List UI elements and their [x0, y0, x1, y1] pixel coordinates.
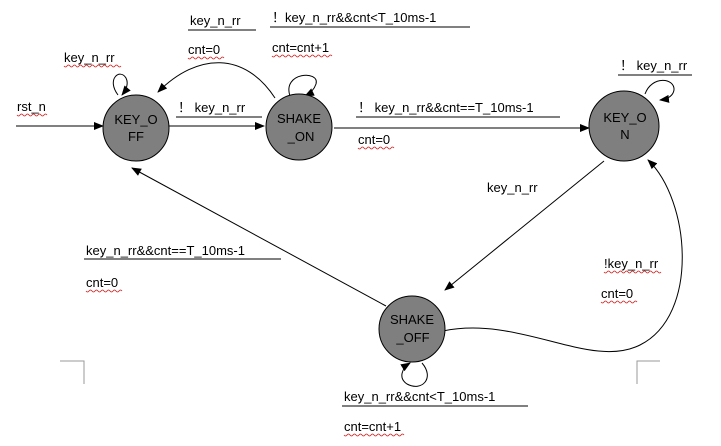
label-keyoff-to-shakeon-condition: ！ key_n_rr: [178, 100, 246, 115]
label-shakeon-self-loop-condition: ！key_n_rr&&cnt<T_10ms-1: [272, 10, 436, 25]
state-shake-off[interactable]: SHAKE _OFF: [378, 295, 446, 363]
state-key-off[interactable]: KEY_O FF: [102, 94, 170, 162]
label-shakeoff-self-loop-condition: key_n_rr&&cnt<T_10ms-1: [344, 389, 495, 404]
edge-keyoff-self-loop: [112, 73, 131, 96]
edge-shakeon-self-loop: [288, 74, 317, 97]
edge-shakeon-to-keyoff: [157, 62, 276, 99]
state-key-on-line1: KEY_O: [603, 110, 646, 125]
state-shake-on-line1: SHAKE: [277, 111, 321, 126]
label-shakeoff-to-keyoff-condition: key_n_rr&&cnt==T_10ms-1: [86, 243, 245, 258]
label-shakeon-to-keyoff-action: cnt=0: [188, 42, 220, 57]
state-key-off-line2: FF: [128, 129, 144, 144]
label-shakeon-to-keyoff-condition: key_n_rr: [190, 13, 241, 28]
state-shake-on[interactable]: SHAKE _ON: [265, 93, 333, 161]
edge-shakeoff-to-keyon: [442, 159, 683, 353]
corner-mark-left: [60, 360, 85, 384]
edge-shakeoff-to-keyoff: [131, 167, 387, 307]
label-shakeon-to-keyon-action: cnt=0: [358, 132, 390, 147]
edge-shakeoff-self-loop: [400, 362, 428, 387]
state-key-on[interactable]: KEY_O N: [588, 90, 660, 162]
label-shakeoff-to-keyoff-action: cnt=0: [86, 275, 118, 290]
label-shakeoff-to-keyon-action: cnt=0: [601, 286, 633, 301]
state-key-off-line1: KEY_O: [114, 112, 157, 127]
state-shake-on-line2: _ON: [287, 129, 315, 144]
label-shakeon-self-loop-action: cnt=cnt+1: [272, 40, 329, 55]
label-shakeon-to-keyon-condition: ！ key_n_rr&&cnt==T_10ms-1: [358, 100, 534, 115]
label-shakeoff-to-keyon-condition: !key_n_rr: [604, 256, 659, 271]
label-keyon-self-loop: ！ key_n_rr: [620, 58, 688, 73]
corner-mark-right: [636, 360, 660, 384]
edge-keyon-to-shakeoff: [444, 160, 605, 291]
label-shakeoff-self-loop-action: cnt=cnt+1: [344, 419, 401, 434]
reset-label: rst_n: [17, 99, 46, 114]
label-keyon-to-shakeoff-condition: key_n_rr: [487, 180, 538, 195]
label-keyoff-self-loop: key_n_rr: [64, 50, 115, 65]
state-shake-off-line2: _OFF: [395, 330, 429, 345]
edge-keyon-self-loop: [644, 79, 675, 103]
state-key-on-line2: N: [620, 127, 629, 142]
state-shake-off-line1: SHAKE: [390, 312, 434, 327]
